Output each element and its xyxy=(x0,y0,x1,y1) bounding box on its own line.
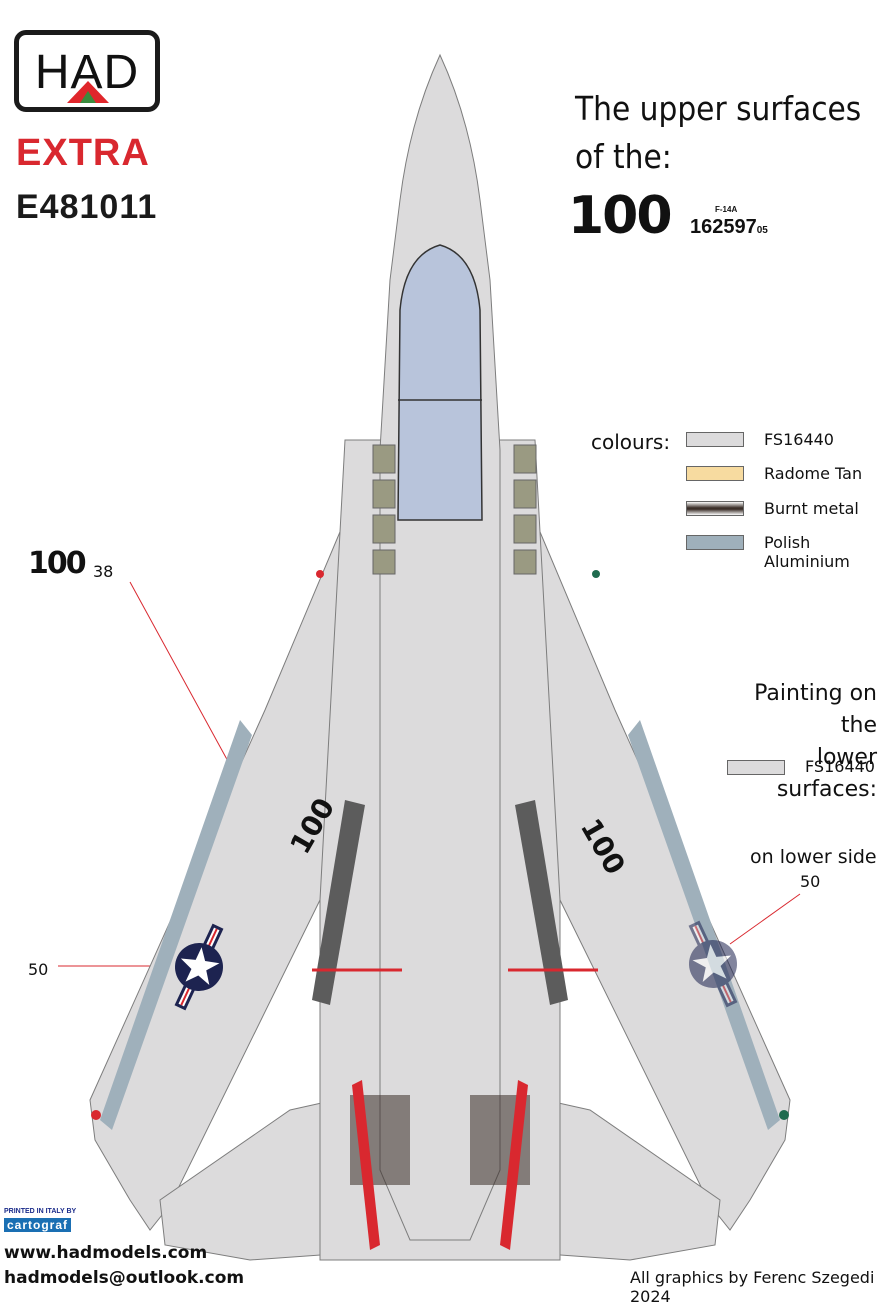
right-tail-red xyxy=(500,1080,528,1250)
aircraft-type: F-14A xyxy=(715,205,738,214)
email-link[interactable]: hadmodels@outlook.com xyxy=(4,1268,245,1288)
title-line-1: The upper surfaces xyxy=(575,89,862,128)
right-nav-light xyxy=(779,1110,789,1120)
callout-modex-size: 38 xyxy=(93,562,114,581)
page-title: The upper surfaces of the: xyxy=(575,85,861,181)
right-vent-1 xyxy=(513,444,537,474)
lower-surfaces-note: Painting on the lower surfaces: xyxy=(727,678,877,806)
left-leading-edge xyxy=(100,720,252,1130)
callout-right-roundel-size: 50 xyxy=(800,872,821,891)
right-leading-edge xyxy=(628,720,780,1130)
swatch-lower-fs16440 xyxy=(727,760,785,775)
had-logo: HAD xyxy=(14,30,160,112)
credit-text: All graphics by Ferenc Szegedi 2024 xyxy=(630,1268,875,1306)
title-line-2: of the: xyxy=(575,137,672,176)
callout-left-roundel-size: 50 xyxy=(28,960,49,979)
right-roundel xyxy=(688,920,738,1008)
left-nav-light xyxy=(91,1110,101,1120)
canopy xyxy=(397,244,483,521)
legend-label-radome-tan: Radome Tan xyxy=(764,464,863,483)
left-roundel xyxy=(174,923,224,1011)
fuselage xyxy=(379,53,501,1241)
left-tail-red xyxy=(352,1080,380,1250)
left-dark-panel xyxy=(312,800,365,1005)
swatch-fs16440 xyxy=(686,432,744,447)
legend-label-fs16440: FS16440 xyxy=(764,430,834,449)
swatch-burnt-metal xyxy=(686,501,744,516)
legend-label-polish-aluminium: Polish Aluminium xyxy=(764,533,850,571)
callout-right-note: on lower side xyxy=(750,846,877,868)
swatch-radome-tan xyxy=(686,466,744,481)
aircraft-modex: 100 xyxy=(568,186,673,246)
lower-swatch-label: FS16440 xyxy=(805,757,875,776)
lower-line-2: lower surfaces: xyxy=(776,745,877,802)
callout-line-right-roundel xyxy=(729,893,801,945)
swatch-polish-aluminium xyxy=(686,535,744,550)
right-dark-panel xyxy=(515,800,568,1005)
printed-by-label: PRINTED IN ITALY BY xyxy=(4,1208,77,1215)
logo-triangle-icon xyxy=(67,81,109,103)
legend-label-burnt-metal: Burnt metal xyxy=(764,499,859,518)
series-name: EXTRA xyxy=(16,132,150,174)
website-link[interactable]: www.hadmodels.com xyxy=(4,1243,208,1263)
aircraft-serial-group: 16259705 xyxy=(690,216,768,239)
aircraft-serial: 162597 xyxy=(690,216,757,238)
legend-heading: colours: xyxy=(591,430,671,454)
cartograf-logo: cartograf xyxy=(4,1218,72,1232)
product-code: E481011 xyxy=(16,188,158,226)
callout-modex-number: 100 xyxy=(28,546,87,581)
left-vent-1 xyxy=(372,444,396,474)
aircraft-serial-suffix: 05 xyxy=(756,225,768,236)
lower-line-1: Painting on the xyxy=(754,681,877,738)
